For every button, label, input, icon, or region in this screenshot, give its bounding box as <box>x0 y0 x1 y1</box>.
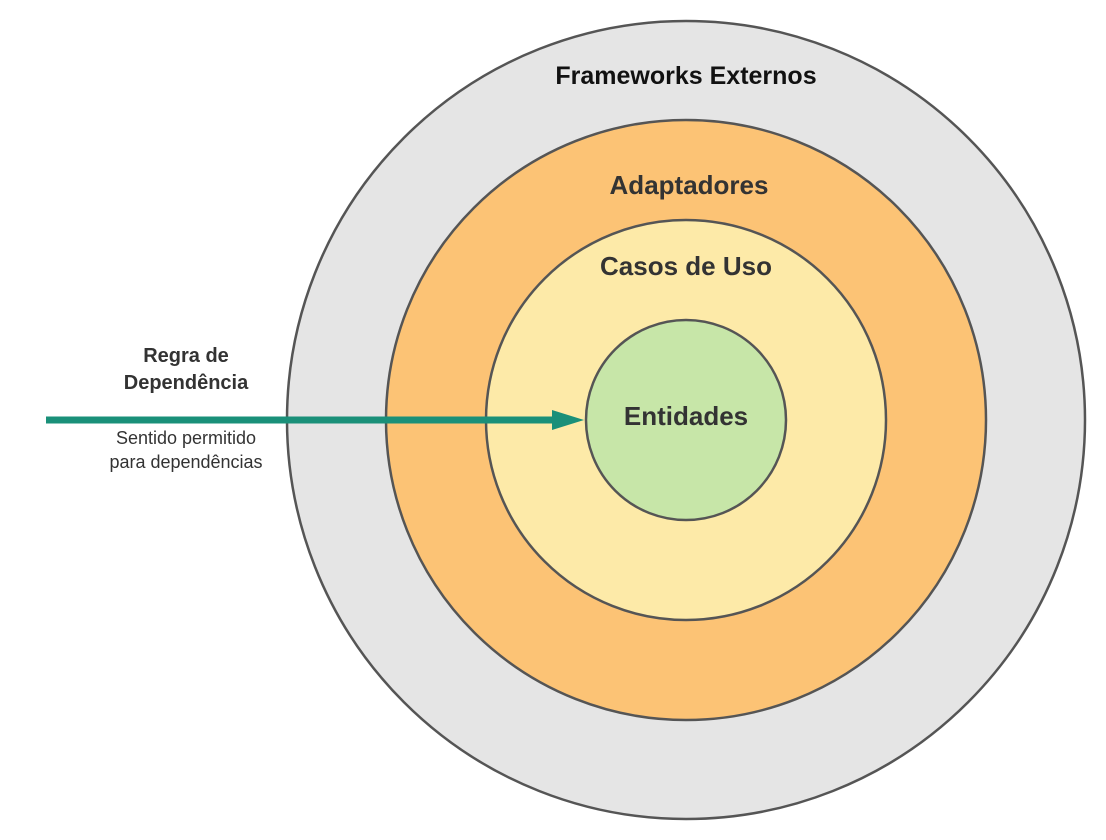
dependency-rule-title-line1: Regra de <box>143 345 229 367</box>
dependency-rule-title-line2: Dependência <box>124 372 249 394</box>
dependency-rule-description-line2: para dependências <box>109 452 262 472</box>
dependency-arrow <box>46 410 584 430</box>
dependency-rule-description-line1: Sentido permitido <box>116 428 256 448</box>
frameworks-externos-label: Frameworks Externos <box>555 62 816 90</box>
adaptadores-label: Adaptadores <box>610 170 769 200</box>
casos-de-uso-label: Casos de Uso <box>600 251 772 281</box>
dependency-arrow-head <box>552 410 584 430</box>
entidades-label: Entidades <box>624 401 748 431</box>
entidades-ring <box>584 318 788 522</box>
